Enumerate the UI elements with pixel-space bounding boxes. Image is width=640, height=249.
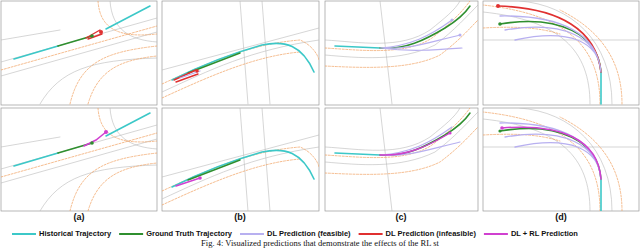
- panel-label: (c): [396, 212, 407, 222]
- legend-line-sample: [484, 233, 508, 235]
- legend-text: DL Prediction (feasible): [267, 229, 351, 238]
- panel-label: (b): [234, 212, 246, 222]
- legend-text: DL + RL Prediction: [511, 229, 578, 238]
- legend-line-sample: [240, 233, 264, 235]
- figure-caption: Fig. 4: Visualized predictions that demo…: [201, 238, 439, 248]
- legend-line-sample: [119, 233, 143, 235]
- panel-label: (a): [74, 212, 85, 222]
- legend-text: Historical Trajectory: [39, 229, 111, 238]
- panel-label: (d): [555, 212, 567, 222]
- legend-line-sample: [12, 233, 36, 235]
- legend-line-sample: [359, 233, 383, 235]
- legend-text: DL Prediction (infeasible): [386, 229, 476, 238]
- legend-text: Ground Truth Trajectory: [146, 229, 232, 238]
